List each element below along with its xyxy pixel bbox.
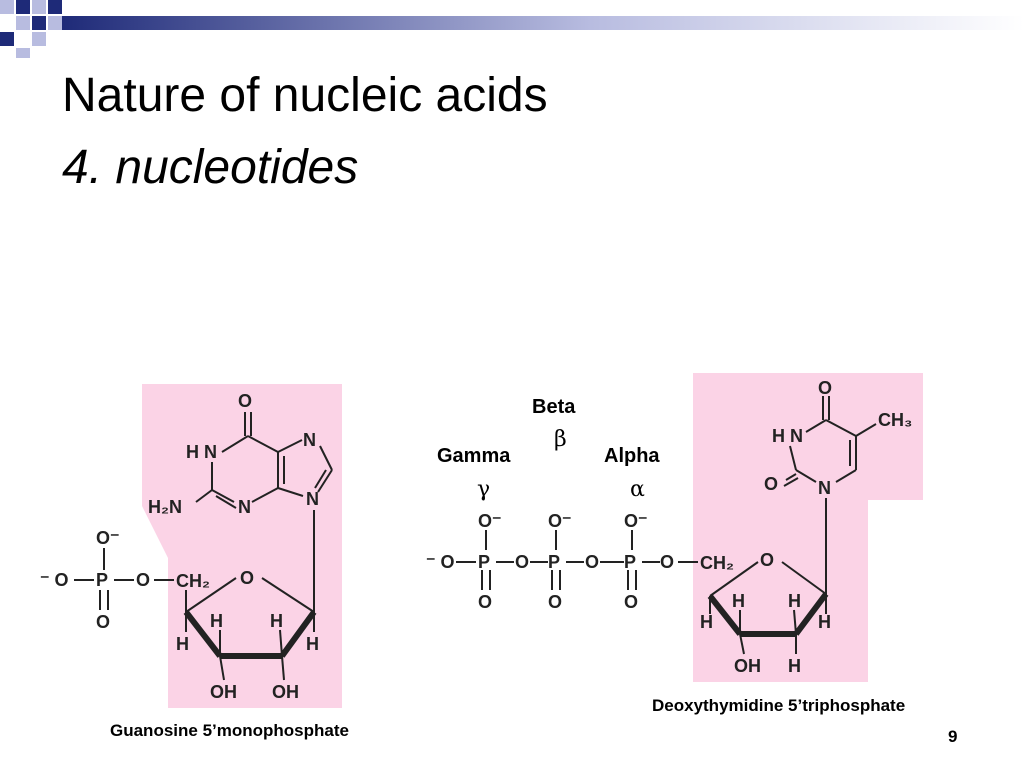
svg-text:P: P	[478, 552, 490, 572]
svg-text:O: O	[624, 592, 638, 612]
header-decoration	[0, 0, 1024, 58]
svg-text:OH: OH	[272, 682, 299, 702]
svg-text:H: H	[732, 591, 745, 611]
svg-text:O: O	[585, 552, 599, 572]
beta-label: Beta	[532, 396, 576, 418]
dttp-structure: O CH₃ H N O N O CH₂ H H H H OH H O⁻ O⁻ O…	[426, 378, 912, 676]
beta-symbol: β	[554, 427, 567, 452]
svg-text:P: P	[548, 552, 560, 572]
page-number: 9	[948, 727, 958, 746]
svg-text:O⁻: O⁻	[624, 511, 648, 531]
svg-text:H N: H N	[186, 442, 217, 462]
svg-text:H₂N: H₂N	[148, 497, 182, 517]
svg-text:CH₂: CH₂	[176, 571, 210, 591]
svg-text:H: H	[700, 612, 713, 632]
svg-text:O: O	[136, 570, 150, 590]
slide-title: Nature of nucleic acids	[62, 69, 548, 122]
svg-text:O⁻: O⁻	[548, 511, 572, 531]
svg-text:O: O	[548, 592, 562, 612]
caption-guanosine-monophosphate: Guanosine 5’monophosphate	[110, 721, 349, 740]
svg-text:⁻ O: ⁻ O	[40, 570, 69, 590]
svg-text:⁻ O: ⁻ O	[426, 552, 455, 572]
svg-text:H: H	[270, 611, 283, 631]
svg-text:N: N	[818, 478, 831, 498]
svg-text:P: P	[624, 552, 636, 572]
alpha-symbol: α	[630, 477, 645, 502]
svg-text:H: H	[176, 634, 189, 654]
caption-deoxythymidine-triphosphate: Deoxythymidine 5’triphosphate	[652, 696, 906, 715]
guanosine-base-highlight	[142, 384, 342, 708]
svg-text:H: H	[788, 591, 801, 611]
svg-text:H: H	[818, 612, 831, 632]
gamma-symbol: γ	[477, 477, 490, 502]
svg-text:H: H	[788, 656, 801, 676]
svg-text:H: H	[210, 611, 223, 631]
svg-text:O: O	[515, 552, 529, 572]
svg-text:OH: OH	[210, 682, 237, 702]
svg-text:OH: OH	[734, 656, 761, 676]
alpha-label: Alpha	[604, 445, 660, 467]
svg-text:P: P	[96, 570, 108, 590]
svg-text:O: O	[764, 474, 778, 494]
svg-text:O: O	[240, 568, 254, 588]
thymidine-base-highlight	[693, 373, 923, 682]
svg-text:H: H	[306, 634, 319, 654]
svg-text:O: O	[478, 592, 492, 612]
svg-text:O⁻: O⁻	[96, 528, 120, 548]
svg-text:O: O	[238, 391, 252, 411]
svg-text:O: O	[760, 550, 774, 570]
svg-text:O: O	[660, 552, 674, 572]
slide-subtitle: 4. nucleotides	[62, 141, 359, 194]
svg-text:O: O	[96, 612, 110, 632]
gmp-structure: O H N N N N H₂N O CH₂ H H H H OH OH O⁻ ⁻…	[40, 391, 333, 702]
svg-text:O: O	[818, 378, 832, 398]
svg-text:N: N	[303, 430, 316, 450]
svg-text:CH₃: CH₃	[878, 410, 912, 430]
svg-text:N: N	[306, 489, 319, 509]
svg-text:CH₂: CH₂	[700, 553, 734, 573]
svg-text:O⁻: O⁻	[478, 511, 502, 531]
svg-text:N: N	[238, 497, 251, 517]
svg-text:H N: H N	[772, 426, 803, 446]
gamma-label: Gamma	[437, 445, 511, 467]
